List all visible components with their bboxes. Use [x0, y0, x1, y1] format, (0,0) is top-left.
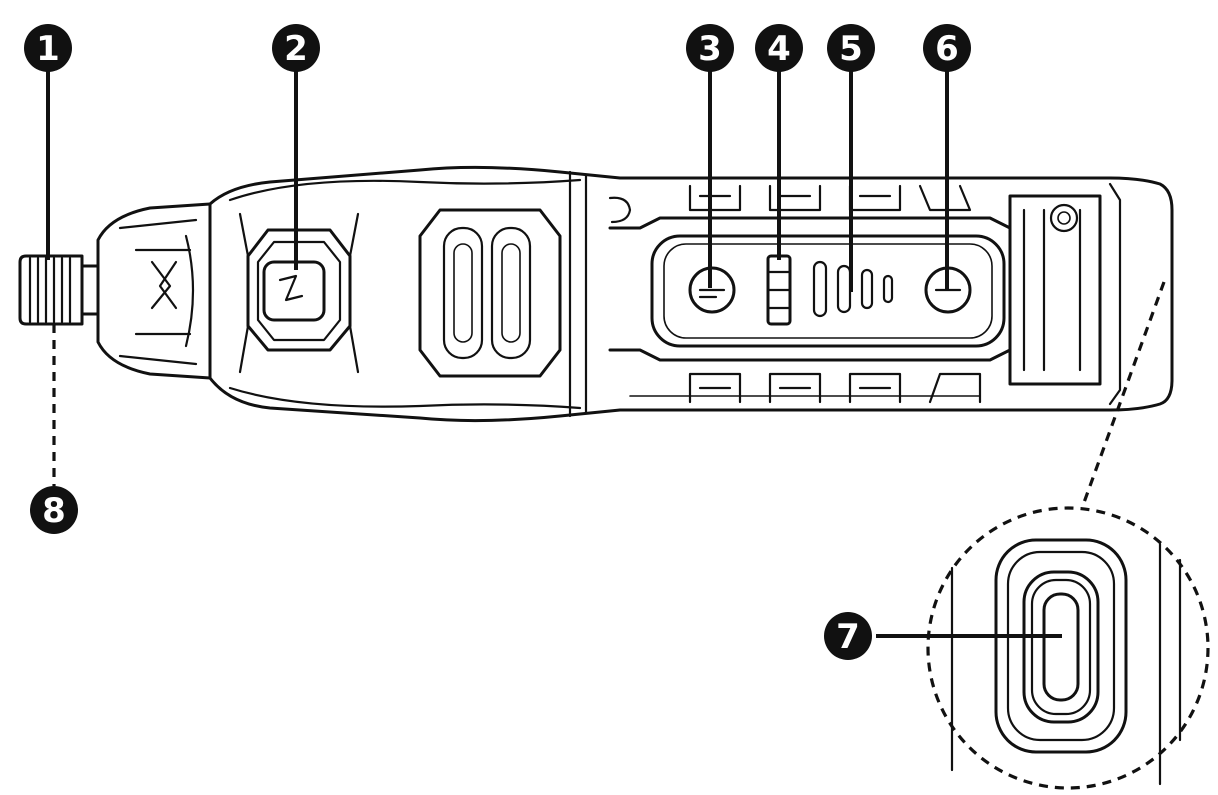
callout-6-label: 6 — [935, 29, 959, 69]
callout-7-label: 7 — [836, 617, 860, 657]
grip-pads — [418, 208, 562, 378]
speed-indicator — [766, 254, 792, 326]
callout-2: 2 — [272, 24, 320, 72]
tool-body — [208, 165, 1174, 423]
rear-cap — [1008, 182, 1122, 406]
chuck-nose — [96, 202, 212, 380]
callout-7: 7 — [824, 612, 872, 660]
usb-c-inset — [926, 506, 1210, 790]
callout-6: 6 — [923, 24, 971, 72]
leader-lines — [46, 70, 1166, 638]
callout-1-label: 1 — [36, 29, 60, 69]
callout-3: 3 — [686, 24, 734, 72]
collet-nut — [18, 254, 100, 326]
callout-8: 8 — [30, 486, 78, 534]
vents-top — [608, 184, 972, 224]
callout-1: 1 — [24, 24, 72, 72]
vents-bottom — [629, 372, 982, 404]
callout-8-label: 8 — [42, 491, 66, 531]
callout-4: 4 — [755, 24, 803, 72]
callout-4-label: 4 — [767, 29, 791, 69]
callout-5-label: 5 — [839, 29, 863, 69]
callout-5: 5 — [827, 24, 875, 72]
callout-2-label: 2 — [284, 29, 308, 69]
power-switch — [238, 212, 360, 374]
callout-3-label: 3 — [698, 29, 722, 69]
